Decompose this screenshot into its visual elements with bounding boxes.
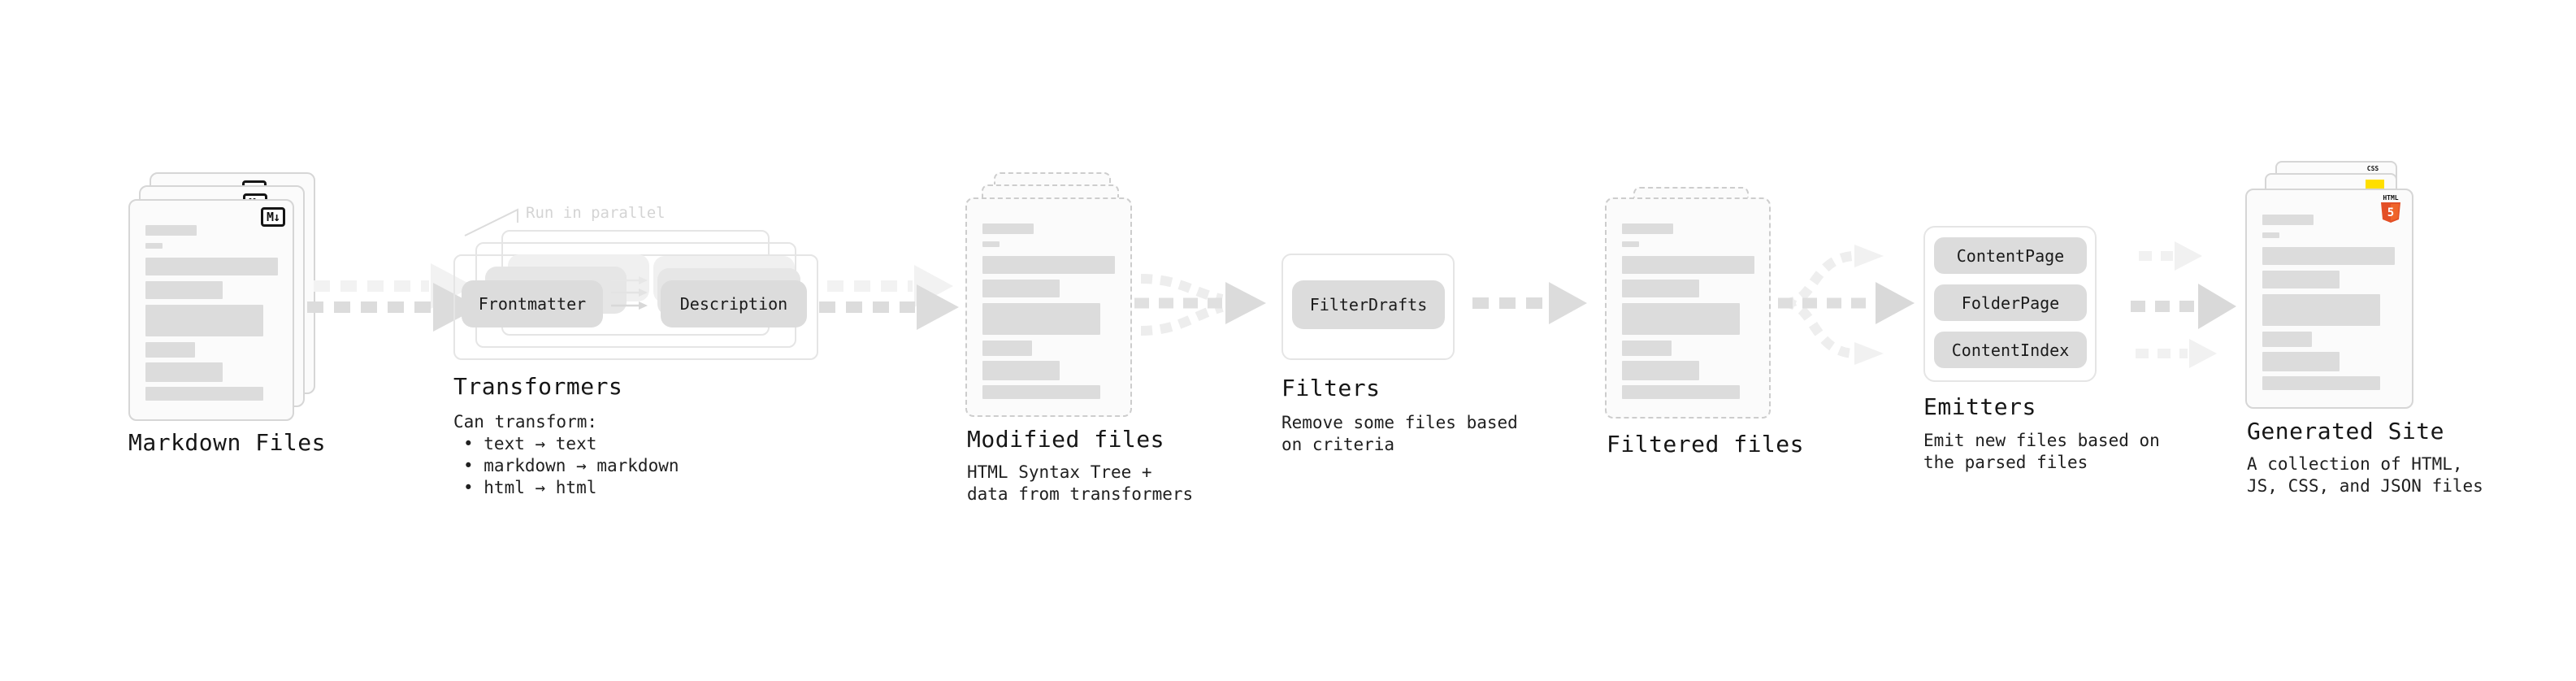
html5-icon: HTML 5 [2380,194,2401,223]
site-file-html: HTML 5 [2245,189,2413,409]
transform-bullet: • text → text [463,434,597,453]
skeleton-text-bar [145,387,263,401]
modified-file-front [965,197,1132,417]
flow-arrow-transformers-to-modified [819,265,959,330]
skeleton-text-bar [982,385,1100,399]
skeleton-text-bar [1622,241,1639,247]
transform-bullet: • html → html [463,478,597,497]
description-pill: Description [661,280,807,327]
emitters-title: Emitters [1923,393,2036,420]
skeleton-text-bar [1622,303,1740,335]
can-transform-heading: Can transform: [453,412,598,432]
skeleton-text-bar [1622,385,1740,399]
flow-arrow-filters-to-filtered [1472,282,1587,324]
skeleton-text-bar [145,243,163,249]
skeleton-text-bar [2262,294,2380,326]
desc-line: HTML Syntax Tree + [967,462,1152,482]
flow-arrow-converging-to-filters [1134,274,1266,336]
skeleton-text-bar [1622,280,1699,297]
flow-arrow-markdown-to-transformers [307,263,479,332]
skeleton-text-bar [982,340,1032,356]
skeleton-text-bar [2262,332,2312,347]
generated-site-description: A collection of HTML, JS, CSS, and JSON … [2247,453,2483,497]
skeleton-text-bar [982,256,1115,274]
skeleton-text-bar [982,303,1100,335]
skeleton-text-bar [1622,256,1754,274]
skeleton-text-bar [145,258,278,275]
skeleton-text-bar [2262,376,2380,390]
filters-description: Remove some files based on criteria [1281,412,1518,456]
desc-line: JS, CSS, and JSON files [2247,476,2483,496]
run-in-parallel-label: Run in parallel [526,204,666,222]
html5-badge-text: HTML [2383,194,2399,202]
skeleton-text-bar [1622,340,1672,356]
desc-line: data from transformers [967,484,1194,504]
skeleton-text-bar [2262,271,2340,288]
parallel-arrows-icon [611,276,648,310]
desc-line: the parsed files [1923,453,2088,472]
transform-bullet: • markdown → markdown [463,456,679,475]
filters-title: Filters [1281,375,1381,401]
skeleton-text-bar [145,225,197,236]
markdown-icon: M↓ [260,207,285,227]
desc-line: Emit new files based on [1923,431,2160,450]
skeleton-text-bar [982,223,1034,234]
emitters-description: Emit new files based on the parsed files [1923,430,2160,474]
flow-arrows-emitters-to-site [2131,241,2236,368]
html5-shield: 5 [2381,202,2400,223]
skeleton-text-bar [145,342,195,358]
filtered-file-front [1605,197,1771,419]
skeleton-text-bar [2262,232,2279,238]
skeleton-text-bar [145,362,223,382]
filtered-files-title: Filtered files [1607,431,1805,458]
contentpage-pill: ContentPage [1934,237,2087,274]
modified-files-description: HTML Syntax Tree + data from transformer… [967,462,1193,505]
desc-line: on criteria [1281,435,1395,454]
skeleton-text-bar [1622,223,1673,234]
desc-line: A collection of HTML, [2247,454,2463,474]
skeleton-text-bar [1622,361,1699,380]
skeleton-text-bar [982,241,1000,247]
css-badge-text: CSS [2366,165,2379,172]
skeleton-text-bar [2262,247,2395,265]
skeleton-text-bar [2262,215,2314,225]
folderpage-pill: FolderPage [1934,284,2087,321]
markdown-files-title: Markdown Files [128,429,327,456]
skeleton-text-bar [982,361,1060,380]
transformers-title: Transformers [453,373,623,400]
modified-files-title: Modified files [967,426,1165,453]
desc-line: Remove some files based [1281,413,1518,432]
markdown-file-front: M↓ [128,199,294,421]
contentindex-pill: ContentIndex [1934,332,2087,368]
skeleton-text-bar [2262,352,2340,371]
skeleton-text-bar [982,280,1060,297]
flow-arrow-diverging-to-emitters [1778,245,1915,365]
transformers-description: Can transform: • text → text • markdown … [453,411,679,499]
frontmatter-pill: Frontmatter [462,280,603,327]
skeleton-text-bar [145,305,263,336]
generated-site-title: Generated Site [2247,418,2445,445]
skeleton-text-bar [145,281,223,299]
js-icon [2366,180,2384,189]
run-in-parallel-leader-line [464,208,518,236]
filterdrafts-pill: FilterDrafts [1292,280,1445,329]
svg-text:5: 5 [2387,206,2394,219]
